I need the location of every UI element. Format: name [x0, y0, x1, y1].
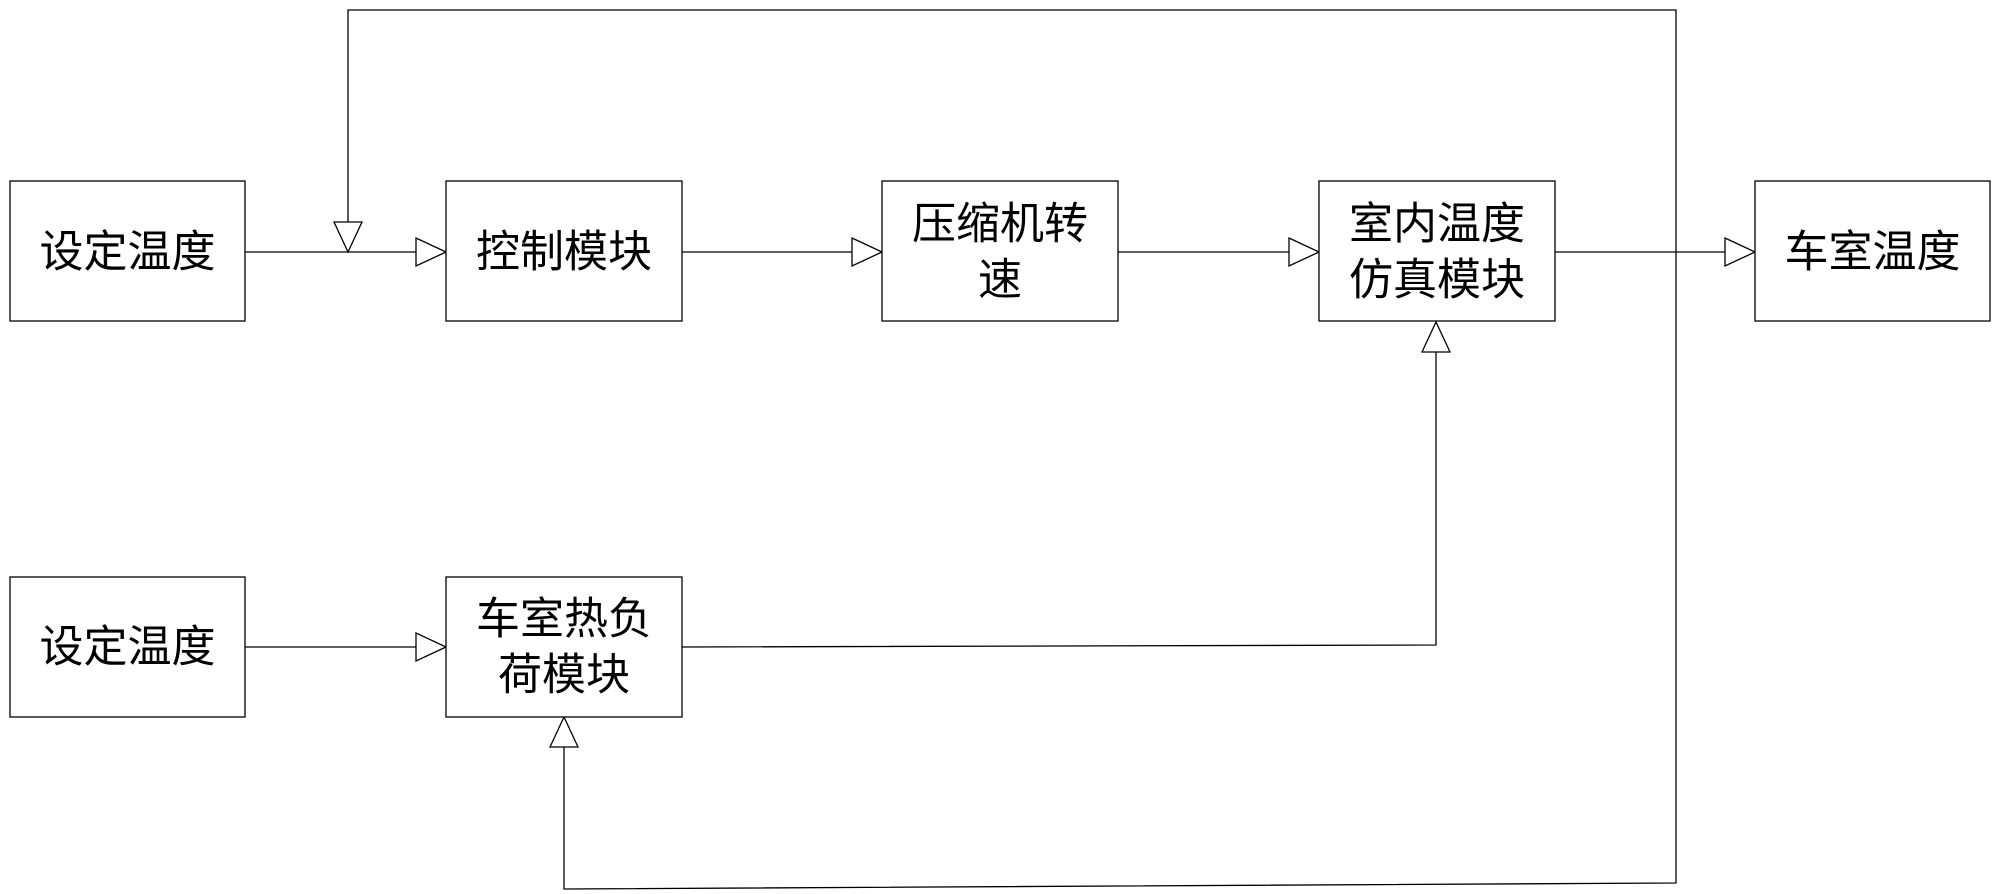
arrow-into-heat-load-module [415, 631, 448, 663]
node-label: 设定温度 [40, 622, 216, 673]
node-label: 控制模块 [476, 227, 652, 278]
arrow-into-indoor-sim-module [1288, 236, 1321, 268]
node-label-line-2: 仿真模块 [1349, 255, 1525, 306]
edge-feedback-to-control [347, 9, 1677, 252]
arrow-into-indoor-sim-bottom [1420, 320, 1452, 353]
arrow-into-control-module [415, 236, 448, 268]
node-label: 设定温度 [40, 227, 216, 278]
node-label-line-1: 室内温度 [1349, 199, 1525, 250]
node-indoor-sim-module: 室内温度 仿真模块 [1318, 180, 1556, 322]
arrow-into-cabin-temp [1724, 236, 1757, 268]
arrow-feedback-into-heat-load [548, 715, 580, 748]
node-label-line-2: 速 [978, 255, 1022, 306]
node-label-line-1: 车室热负 [476, 594, 652, 645]
node-cabin-temp: 车室温度 [1754, 180, 1991, 322]
node-label-line-2: 荷模块 [498, 650, 630, 701]
node-set-temp-top: 设定温度 [9, 180, 246, 322]
edge-heat-load-to-indoor [681, 352, 1437, 648]
node-label: 车室温度 [1785, 227, 1961, 278]
node-set-temp-bottom: 设定温度 [9, 576, 246, 718]
arrow-feedback-into-control-line [332, 221, 364, 254]
arrow-into-compressor-speed [851, 236, 884, 268]
node-label-line-1: 压缩机转 [912, 199, 1088, 250]
edges [245, 9, 1757, 890]
node-compressor-speed: 压缩机转 速 [881, 180, 1119, 322]
node-control-module: 控制模块 [445, 180, 683, 322]
edge-feedback-to-heat-load [563, 252, 1677, 890]
node-cabin-heat-load-module: 车室热负 荷模块 [445, 576, 683, 718]
